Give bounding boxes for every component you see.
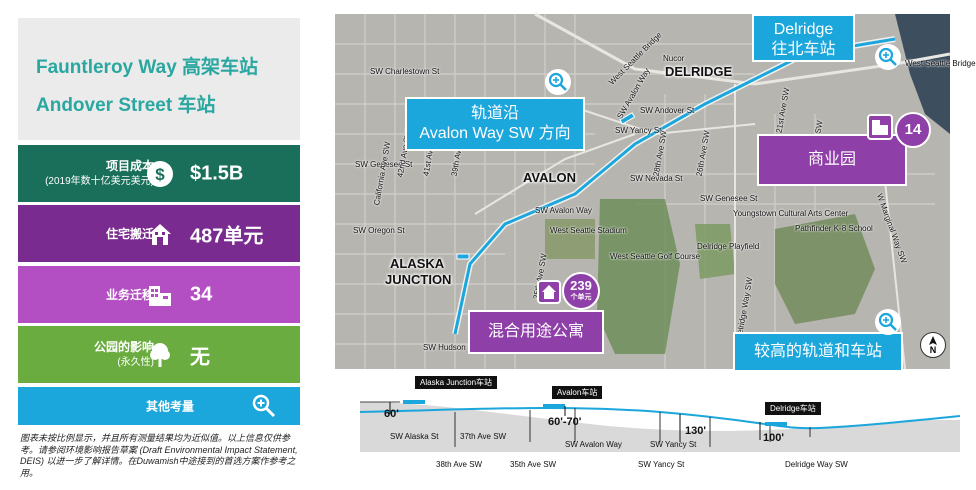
street-label: SW Oregon St: [353, 226, 405, 235]
aerial-map: [335, 12, 951, 370]
street-label: SW Yancy St: [650, 440, 697, 449]
house-icon: [145, 219, 175, 249]
street-label: SW Yancy St: [615, 126, 662, 135]
landmark-label: Delridge Playfield: [697, 242, 760, 251]
stat-park-sub: (永久性): [117, 356, 154, 368]
compass: N: [920, 332, 946, 358]
street-label: 38th Ave SW: [436, 460, 483, 469]
stat-business-label: 业务迁移: [105, 287, 154, 302]
stat-park-label: 公园的影响: [93, 339, 154, 354]
stat-business-value: 34: [190, 283, 213, 305]
area-label-avalon: AVALON: [523, 170, 576, 185]
residential-count-badge: 239 个单元: [562, 272, 600, 310]
building-icon: [145, 280, 175, 310]
zoom-icon[interactable]: [545, 69, 571, 95]
height-label: 60': [384, 408, 399, 420]
zoom-icon[interactable]: [875, 44, 901, 70]
street-label: SW Charlestown St: [370, 67, 440, 76]
map-area[interactable]: DELRIDGE AVALON ALASKA JUNCTION SW Charl…: [335, 12, 976, 372]
stat-cost: 项目成本 (2019年数十亿美元美元) $ $1.5B: [18, 145, 300, 202]
station-label-alaska-junction: Alaska Junction车站: [415, 376, 498, 389]
station-label-delridge: Delridge车站: [765, 402, 821, 415]
street-label: SW Genesee St: [355, 160, 413, 169]
title-line-1: Fauntleroy Way 高架车站: [36, 57, 259, 78]
street-label: SW Nevada St: [630, 174, 683, 183]
zoom-icon[interactable]: [875, 309, 901, 335]
tree-icon: [145, 340, 175, 370]
stat-park-value: 无: [190, 346, 210, 368]
street-label: Nucor: [663, 54, 685, 63]
compass-label: N: [929, 345, 937, 355]
title-panel: Fauntleroy Way 高架车站 Andover Street 车站: [18, 18, 300, 140]
residential-count-value: 239: [570, 278, 592, 293]
callout-business-park[interactable]: 商业园: [757, 134, 907, 186]
landmark-label: Youngstown Cultural Arts Center: [733, 209, 849, 218]
landmark-label: West Seattle Stadium: [550, 226, 627, 235]
building-icon: [867, 114, 893, 140]
other-considerations-button[interactable]: 其他考量: [18, 387, 300, 425]
height-label: 130': [685, 425, 706, 437]
callout-delridge-text-1: Delridge: [773, 21, 834, 38]
street-label: SW Andover St: [640, 106, 695, 115]
landmark-label: Pathfinder K-8 School: [795, 224, 873, 233]
street-label: SW Avalon Way: [565, 440, 622, 449]
business-count-badge: 14: [895, 112, 931, 148]
stat-cost-sub: (2019年数十亿美元美元): [45, 175, 154, 187]
height-label: 100': [763, 432, 784, 444]
callout-avalon-alignment[interactable]: 轨道沿 Avalon Way SW 方向: [405, 97, 585, 151]
callout-avalon-text-1: 轨道沿: [470, 105, 519, 122]
street-label: SW Yancy St: [638, 460, 685, 469]
callout-delridge-text-2: 往北车站: [771, 41, 836, 58]
callout-mixed-use[interactable]: 混合用途公寓: [468, 310, 604, 354]
landmark-label: West Seattle Golf Course: [610, 252, 701, 261]
street-label: SW Alaska St: [390, 432, 439, 441]
stat-cost-label: 项目成本: [105, 158, 154, 173]
area-label-delridge: DELRIDGE: [665, 64, 733, 79]
stat-business: 业务迁移 34: [18, 266, 300, 323]
street-label: 37th Ave SW: [460, 432, 507, 441]
stat-residential-label: 住宅搬迁: [105, 226, 154, 241]
svg-text:$: $: [155, 165, 165, 184]
house-icon: [537, 280, 561, 304]
street-label: SW Hudson St: [423, 343, 476, 352]
street-label: 35th Ave SW: [510, 460, 557, 469]
street-label: Delridge Way SW: [785, 460, 848, 469]
stat-park: 公园的影响 (永久性) 无: [18, 326, 300, 383]
street-label: SW Genesee St: [700, 194, 758, 203]
area-label-junction: JUNCTION: [385, 272, 452, 287]
street-label: West Seattle Bridge: [905, 59, 976, 68]
street-label: SW Avalon Way: [535, 206, 592, 215]
stat-residential: 住宅搬迁 487单元: [18, 205, 300, 262]
zoom-icon[interactable]: [251, 393, 277, 419]
callout-elevated-track[interactable]: 较高的轨道和车站: [733, 332, 903, 372]
north-arrow-icon: [929, 336, 937, 345]
callout-delridge-station[interactable]: Delridge 往北车站: [752, 14, 855, 62]
callout-avalon-text-2: Avalon Way SW 方向: [419, 125, 571, 142]
title-line-2: Andover Street 车站: [36, 95, 216, 116]
elevation-profile: Alaska Junction车站 Avalon车站 Delridge车站 60…: [359, 372, 961, 490]
station-label-avalon: Avalon车站: [552, 386, 603, 399]
other-considerations-label: 其他考量: [146, 399, 195, 414]
disclaimer-note: 图表未按比例显示，并且所有测量结果均为近似值。以上信息仅供参考。请参阅环境影响报…: [20, 433, 298, 478]
dollar-icon: $: [145, 159, 175, 189]
stat-cost-value: $1.5B: [190, 162, 244, 184]
stat-residential-value: 487单元: [190, 225, 264, 247]
residential-count-unit: 个单元: [570, 294, 592, 301]
profile-diagram: [359, 400, 961, 452]
area-label-alaska: ALASKA: [390, 256, 445, 271]
height-label: 60'-70': [548, 416, 582, 428]
